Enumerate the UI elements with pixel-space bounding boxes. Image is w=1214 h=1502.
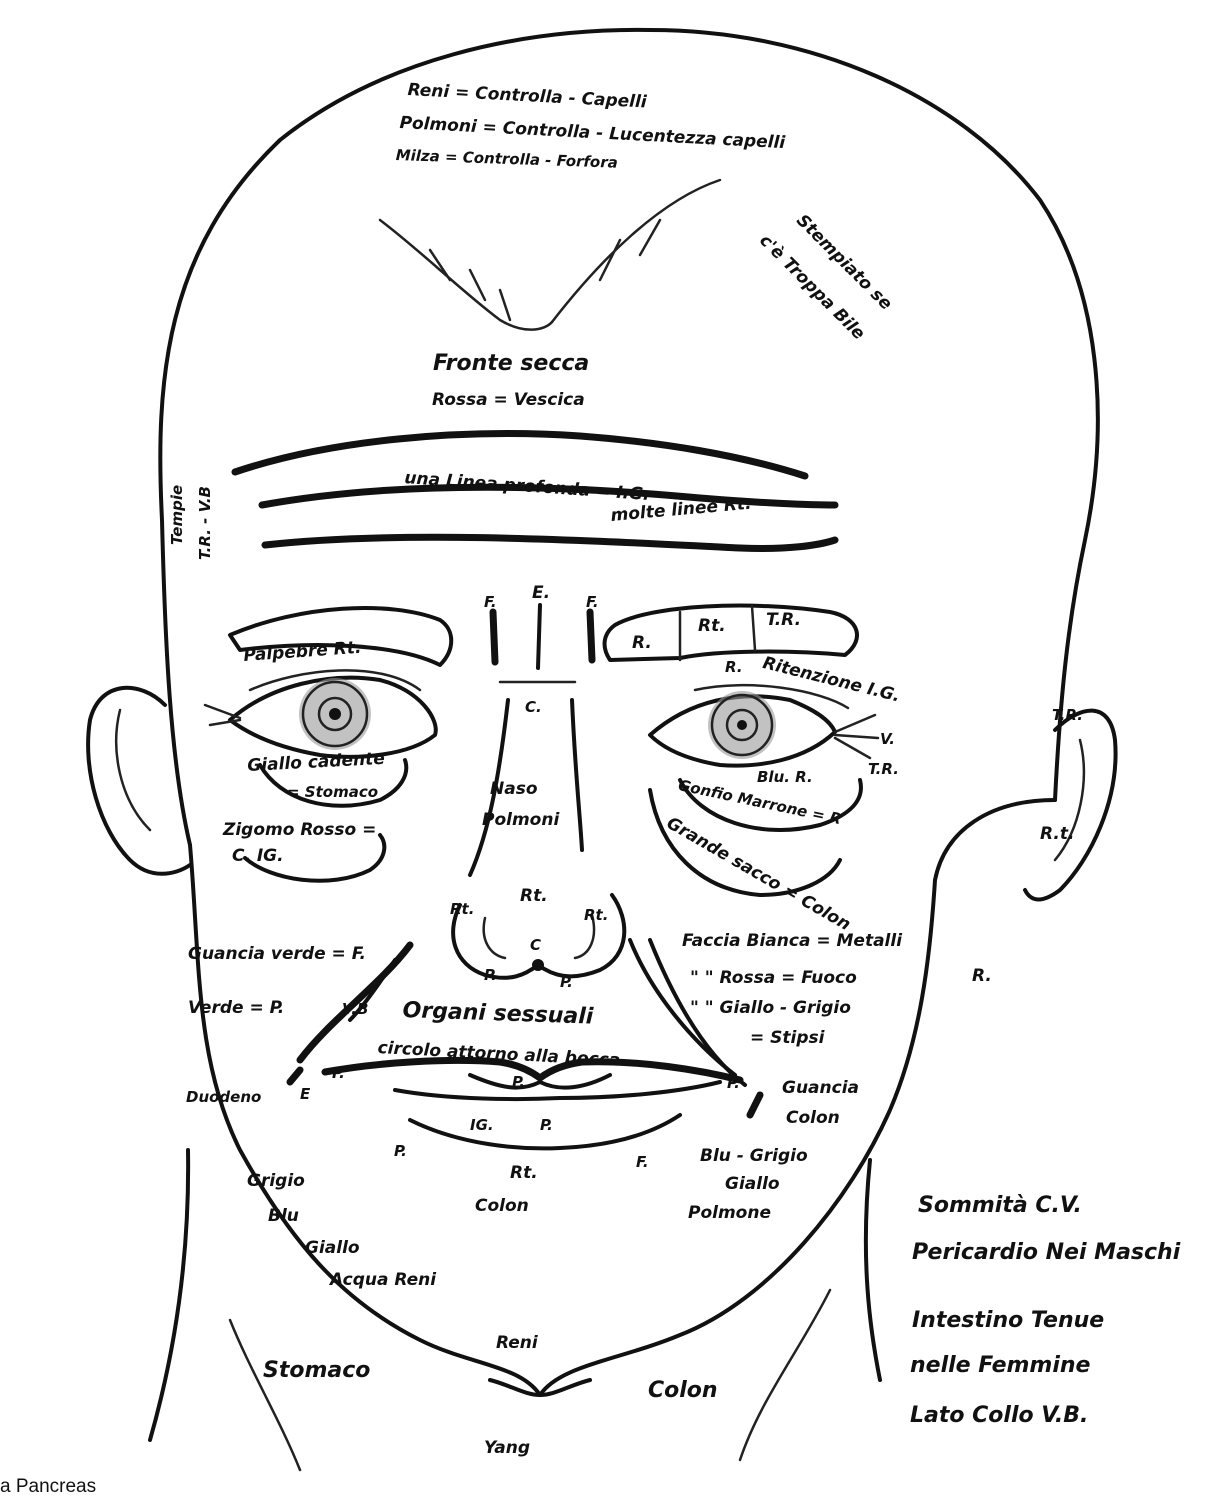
label-verde-p: Verde = P. — [188, 1000, 284, 1017]
label-f-left: F. — [484, 595, 497, 610]
label-f-right: F. — [586, 595, 599, 610]
label-polmoni: Polmoni — [482, 812, 559, 829]
caption-text: a Pancreas — [0, 1476, 96, 1498]
right-pupil — [737, 720, 747, 730]
nostril-left — [484, 918, 505, 958]
glabella-right — [590, 612, 592, 660]
label-zigomo: Zigomo Rosso = — [223, 822, 376, 839]
neck-left — [150, 1150, 188, 1440]
label-nose-c: C — [530, 938, 541, 953]
label-colon-neck: Colon — [648, 1380, 718, 1402]
label-faccia-bianca: Faccia Bianca = Metalli — [682, 933, 902, 950]
mouth-corner-right — [750, 1095, 760, 1115]
label-p-mouth-right: P. — [727, 1076, 740, 1091]
label-yang: Yang — [484, 1440, 530, 1457]
glabella-center — [538, 605, 540, 668]
label-grigio: Grigio — [247, 1173, 305, 1190]
label-brow-tr: T.R. — [766, 612, 801, 629]
label-e-mouth: E — [300, 1087, 310, 1102]
label-fronte-secca: Fronte secca — [433, 353, 589, 375]
label-eye-tr: T.R. — [868, 762, 899, 777]
label-pericardio: Pericardio Nei Maschi — [912, 1242, 1180, 1264]
label-guancia: Guancia — [782, 1080, 859, 1097]
label-nose-rt-left: Rt. — [450, 902, 474, 917]
nose-tip-dot — [532, 959, 544, 971]
label-p-mouth-left: P. — [332, 1066, 345, 1081]
label-ear-rt: R.t. — [1040, 826, 1074, 843]
label-c-nose-top: C. — [525, 700, 542, 715]
label-p-chin-left: P. — [394, 1144, 407, 1159]
label-stomaco: = Stomaco — [287, 785, 378, 800]
label-acqua-reni: Acqua Reni — [330, 1272, 436, 1289]
nose-right — [572, 700, 582, 850]
label-rossa-fuoco: " " Rossa = Fuoco — [690, 970, 857, 987]
neck-right-inner — [740, 1290, 830, 1460]
label-ig-chin: IG. — [470, 1118, 494, 1133]
label-f-chin-right: F. — [636, 1155, 649, 1170]
mouth-corner-left — [290, 1070, 300, 1082]
label-brow-r: R. — [632, 635, 652, 652]
label-brow-rt: Rt. — [698, 618, 726, 635]
label-e-center: E. — [532, 585, 550, 602]
neck-left-inner — [230, 1320, 300, 1470]
label-tempie-tr-vb: T.R. - V.B — [198, 486, 213, 560]
label-nose-p-left: P. — [484, 968, 497, 983]
lower-lip-line — [395, 1082, 720, 1099]
label-nose-p-right: P. — [560, 975, 573, 990]
label-stomaco-neck: Stomaco — [263, 1360, 370, 1382]
label-eye-v: V. — [880, 732, 895, 747]
label-ear-tr: T.R. — [1052, 708, 1083, 723]
label-guancia-verde: Guancia verde = F. — [188, 946, 366, 963]
label-colon-cheek: Colon — [786, 1110, 840, 1127]
label-rossa-vescica: Rossa = Vescica — [432, 392, 585, 409]
label-sommita: Sommità C.V. — [918, 1195, 1082, 1217]
label-nelle-femmine: nelle Femmine — [910, 1355, 1090, 1377]
forehead-line-3 — [265, 537, 835, 548]
right-ear — [1025, 711, 1116, 900]
left-ear-inner — [116, 710, 150, 830]
glabella-left — [493, 612, 495, 662]
label-nose-rt: Rt. — [520, 888, 548, 905]
label-polmone: Polmone — [688, 1205, 771, 1222]
label-r-under-brow: R. — [725, 660, 743, 675]
label-rt-chin: Rt. — [510, 1165, 538, 1182]
label-reni-chin: Reni — [496, 1335, 538, 1352]
label-blu-grigio: Blu - Grigio — [700, 1148, 808, 1165]
label-giallo-left: Giallo — [305, 1240, 360, 1257]
label-blu-r: Blu. R. — [757, 770, 813, 785]
label-r-right-ear: R. — [972, 968, 992, 985]
label-naso: Naso — [490, 781, 538, 798]
label-blu-left: Blu — [268, 1208, 299, 1225]
label-stipsi: = Stipsi — [750, 1030, 824, 1047]
forehead-line-1 — [235, 434, 805, 476]
label-nose-rt-right: Rt. — [584, 908, 608, 923]
label-intestino: Intestino Tenue — [912, 1310, 1104, 1332]
neck-right — [866, 1160, 880, 1380]
hairline-right — [552, 180, 720, 322]
label-c-ig: C. IG. — [232, 848, 284, 865]
left-ear — [88, 688, 190, 874]
label-giallo-grigio: " " Giallo - Grigio — [690, 1000, 851, 1017]
label-duodeno: Duodeno — [186, 1090, 261, 1105]
left-eye-crow — [205, 705, 240, 725]
label-vb-mouth: V.B — [342, 1002, 368, 1017]
right-eye-crow — [835, 715, 878, 758]
label-colon-chin: Colon — [475, 1198, 529, 1215]
label-tempie: Tempie — [170, 485, 185, 545]
left-pupil — [329, 708, 341, 720]
label-giallo-right: Giallo — [725, 1176, 780, 1193]
label-lato-collo: Lato Collo V.B. — [910, 1405, 1088, 1427]
hairline-left — [380, 220, 552, 330]
label-p-lip: P. — [512, 1075, 525, 1090]
hairline-strands — [430, 220, 660, 320]
label-p-chin: P. — [540, 1118, 553, 1133]
